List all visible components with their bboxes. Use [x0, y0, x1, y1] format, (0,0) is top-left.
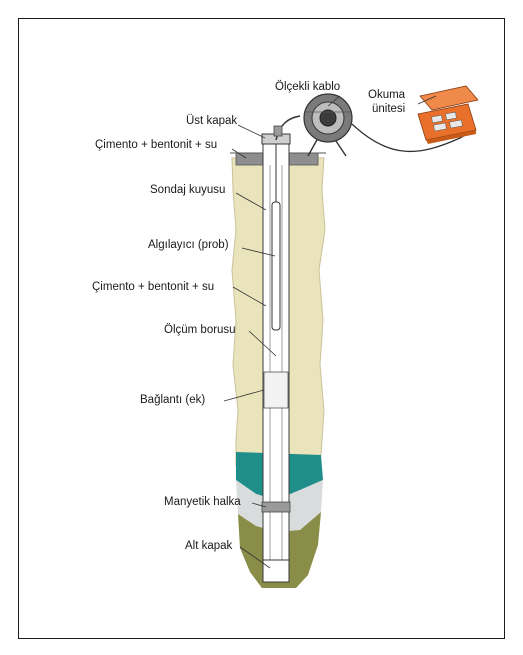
bottom-cap [263, 560, 289, 582]
label-sondaj-kuyusu: Sondaj kuyusu [150, 184, 225, 197]
concrete-pad-left [236, 153, 264, 165]
label-manyetik-halka: Manyetik halka [164, 496, 241, 509]
label-olcekli-kablo: Ölçekli kablo [275, 81, 340, 94]
label-okuma-line2: ünitesi [372, 103, 405, 116]
label-cimento-top: Çimento + bentonit + su [95, 139, 217, 152]
label-baglanti: Bağlantı (ek) [140, 394, 205, 407]
probe [272, 202, 280, 330]
label-algilayici: Algılayıcı (prob) [148, 239, 229, 252]
leader-ust-kapak [238, 125, 265, 138]
reader-unit [418, 86, 478, 144]
label-okuma-line1: Okuma [368, 89, 405, 102]
cable-reel [304, 94, 352, 156]
label-olcum-borusu: Ölçüm borusu [164, 324, 236, 337]
label-alt-kapak: Alt kapak [185, 540, 232, 553]
concrete-pad-right [288, 153, 318, 165]
label-cimento-mid: Çimento + bentonit + su [92, 281, 214, 294]
label-ust-kapak: Üst kapak [186, 115, 237, 128]
magnetic-ring [262, 502, 290, 512]
coupling [264, 372, 288, 408]
